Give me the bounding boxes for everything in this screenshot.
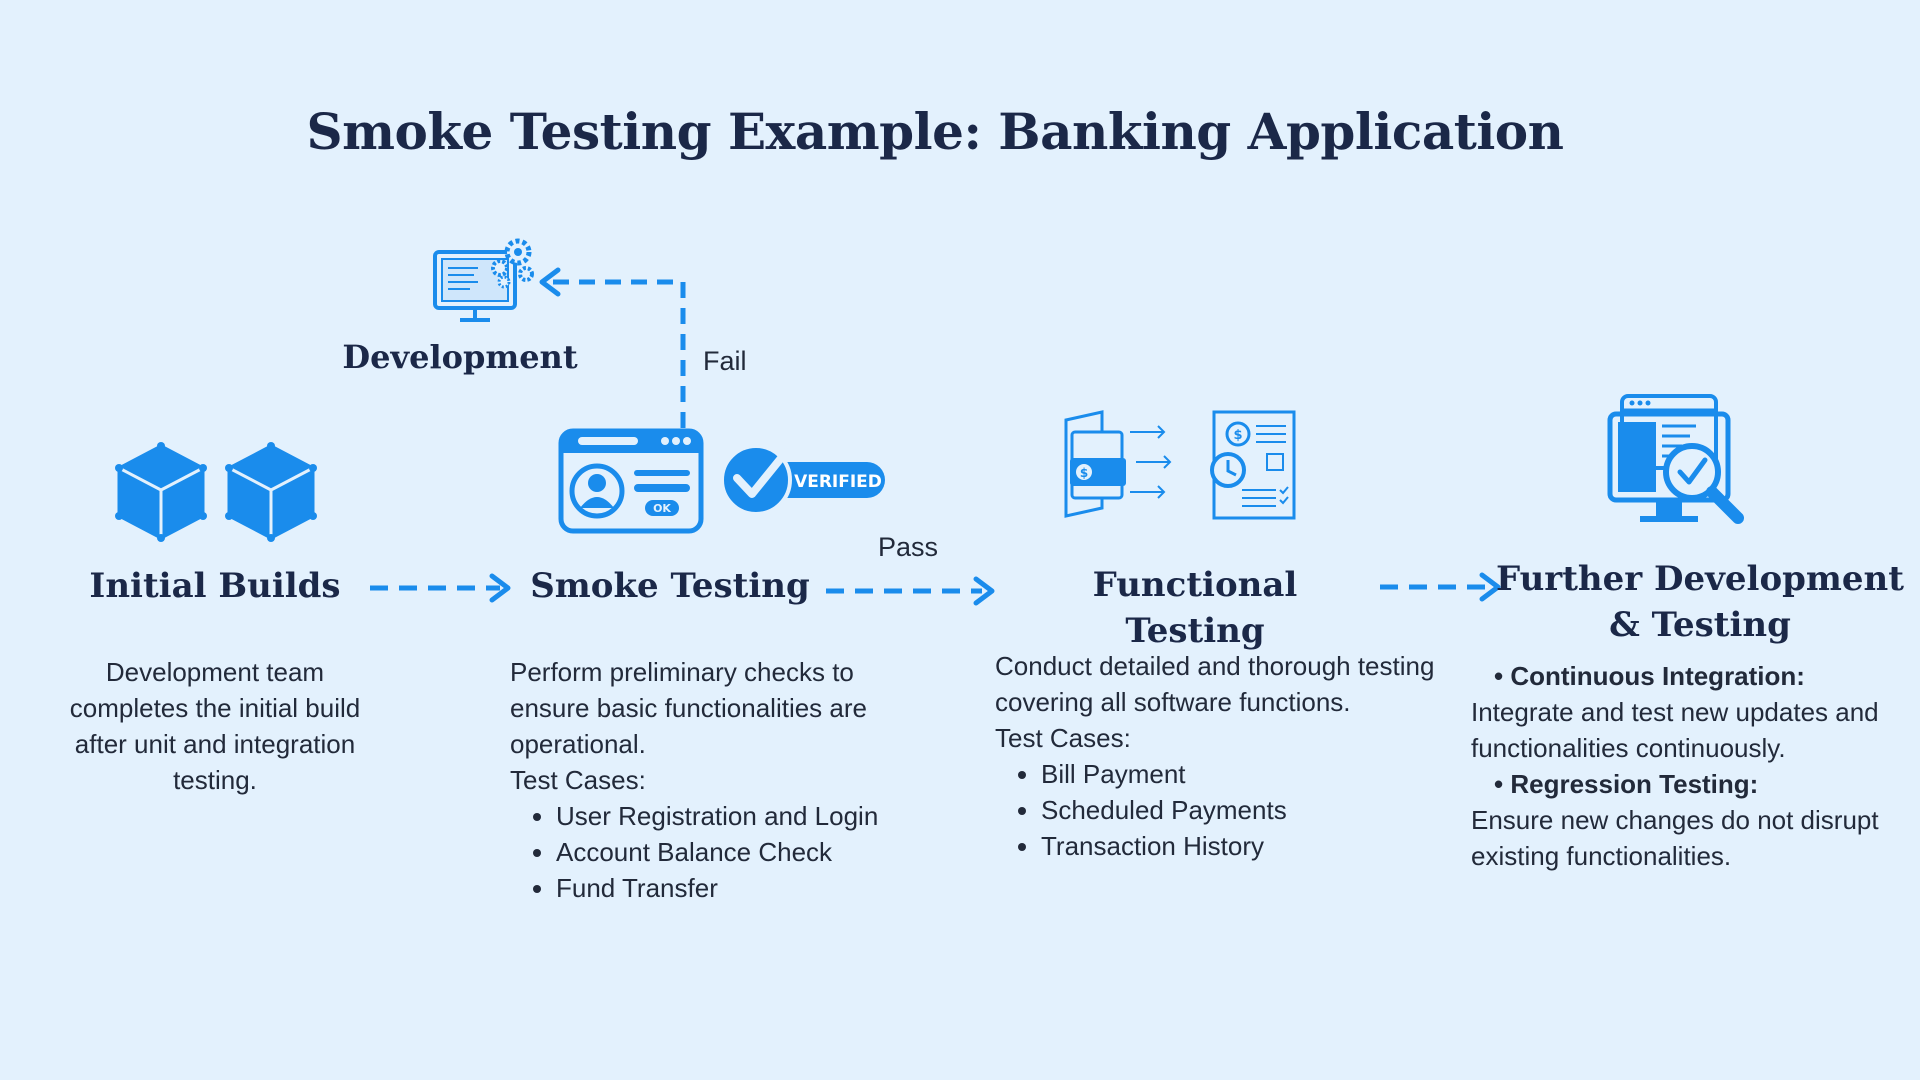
regression-testing-text: Ensure new changes do not disrupt existi… [1471, 805, 1879, 871]
smoke-testing-title: Smoke Testing [530, 566, 810, 606]
svg-text:$: $ [1233, 428, 1242, 443]
development-label: Development [342, 338, 578, 376]
arrow-fail-to-development [539, 267, 686, 428]
functional-testing-body: Conduct detailed and thorough testing co… [995, 648, 1475, 864]
arrow-initial-to-smoke [370, 573, 511, 603]
continuous-integration-heading: Continuous Integration: [1510, 661, 1805, 691]
list-item: Bill Payment [1041, 756, 1475, 792]
verified-badge-text: VERIFIED [794, 472, 882, 492]
smoke-testing-description: Perform preliminary checks to ensure bas… [510, 657, 867, 759]
card-ok-text: OK [653, 502, 671, 515]
further-development-title: Further Development & Testing [1496, 559, 1904, 645]
functional-test-cases-label: Test Cases: [995, 723, 1131, 753]
continuous-integration-text: Integrate and test new updates and funct… [1471, 697, 1879, 763]
cubes-icon [115, 442, 317, 542]
computer-gears-icon [433, 238, 534, 322]
list-item: Fund Transfer [556, 870, 910, 906]
smoke-test-cases-label: Test Cases: [510, 765, 646, 795]
list-item: User Registration and Login [556, 798, 910, 834]
verified-badge-icon: VERIFIED [720, 444, 885, 516]
smoke-testing-body: Perform preliminary checks to ensure bas… [510, 654, 910, 906]
list-item: Scheduled Payments [1041, 792, 1475, 828]
arrow-functional-to-further [1380, 572, 1501, 602]
pass-label: Pass [878, 532, 939, 562]
initial-builds-description: Development team completes the initial b… [69, 657, 361, 795]
regression-testing-heading: Regression Testing: [1510, 769, 1759, 799]
smoke-test-cases-list: User Registration and Login Account Bala… [510, 798, 910, 906]
list-item: • Regression Testing: Ensure new changes… [1471, 766, 1911, 874]
fail-label: Fail [703, 346, 747, 376]
functional-testing-title: Functional Testing [1092, 565, 1298, 651]
further-development-body: • Continuous Integration: Integrate and … [1471, 658, 1911, 874]
list-item: Account Balance Check [556, 834, 910, 870]
list-item: • Continuous Integration: Integrate and … [1471, 658, 1911, 766]
initial-builds-title: Initial Builds [89, 566, 341, 606]
list-item: Transaction History [1041, 828, 1475, 864]
arrow-smoke-to-functional [826, 576, 995, 606]
functional-testing-description: Conduct detailed and thorough testing co… [995, 651, 1435, 717]
svg-text:$: $ [1080, 466, 1088, 480]
functional-test-cases-list: Bill Payment Scheduled Payments Transact… [995, 756, 1475, 864]
monitor-magnifier-icon [1607, 394, 1744, 524]
payment-documents-icon: $ $ [1064, 410, 1296, 520]
id-card-icon: OK [558, 428, 704, 534]
page-title: Smoke Testing Example: Banking Applicati… [306, 102, 1564, 161]
